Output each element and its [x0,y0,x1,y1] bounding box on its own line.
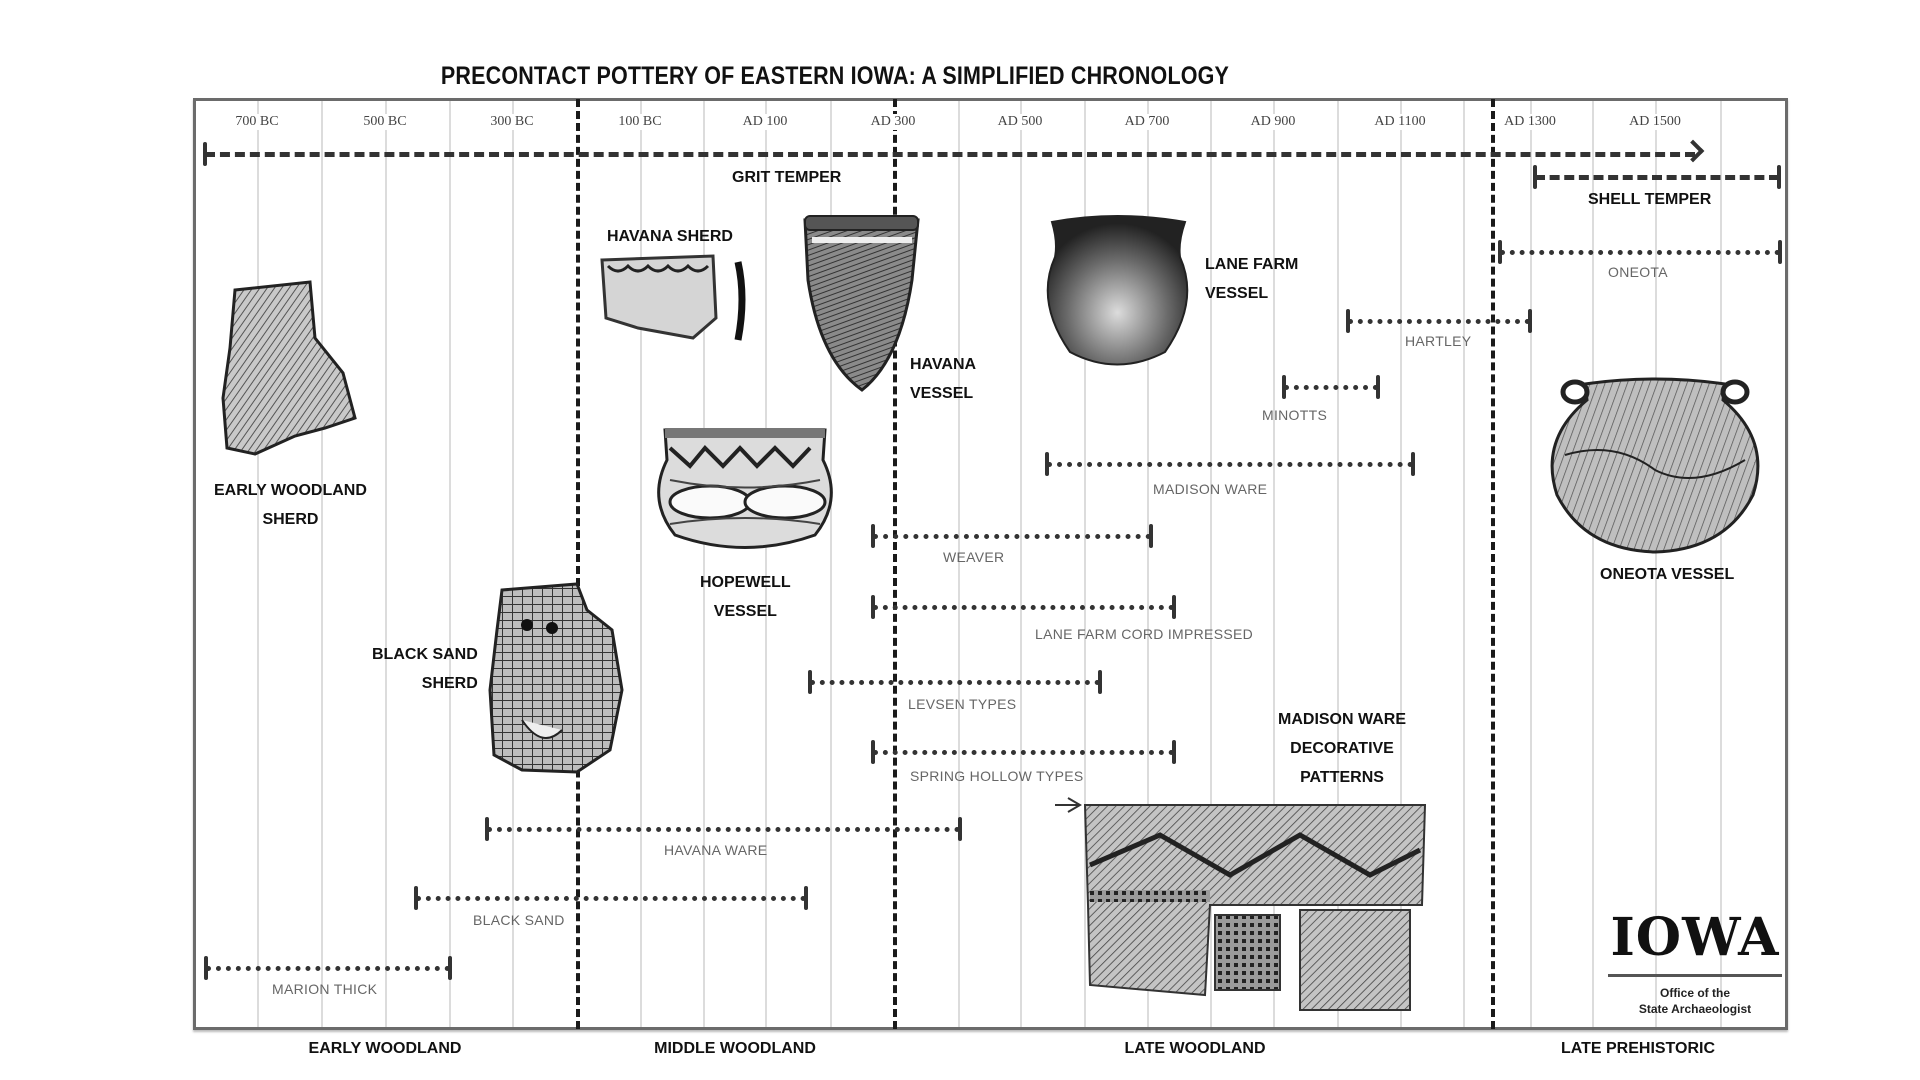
era-late-prehistoric: LATE PREHISTORIC [1560,1040,1716,1057]
havana-vessel-image [803,215,920,392]
label-oneota: ONEOTA [1608,264,1668,280]
gridline [1147,101,1149,1027]
tick-label: AD 1500 [1627,114,1683,130]
tick-label: 700 BC [233,114,281,130]
label-minotts: MINOTTS [1262,407,1328,423]
label-levsen-types: LEVSEN TYPES [908,696,1017,712]
divider-early-middle [576,99,580,1029]
gridline [512,101,514,1027]
logo-line2: State Archaeologist [1638,1002,1752,1016]
gridline [640,101,642,1027]
label-hartley: HARTLEY [1405,333,1472,349]
gridline [385,101,387,1027]
gridline [1337,101,1339,1027]
label-lane-farm-vessel: LANE FARM VESSEL [1205,256,1299,302]
logo-rule [1608,974,1782,977]
havana-sherd-image [600,254,746,341]
tick-label: AD 700 [1122,114,1172,130]
label-weaver: WEAVER [943,549,1005,565]
label-havana-vessel: HAVANA VESSEL [910,356,977,402]
gridline [1530,101,1532,1027]
lane-farm-vessel-image [1046,215,1189,366]
logo-wordmark: IOWA [1610,907,1780,968]
era-middle-woodland: MIDDLE WOODLAND [654,1040,816,1057]
black-sand-sherd-image [488,582,624,774]
divider-middle-late [893,99,897,1029]
label-black-sand-sherd: BLACK SAND SHERD [372,646,478,692]
logo-line1: Office of the [1659,986,1730,1000]
gridline [1400,101,1402,1027]
divider-late-prehistoric [1491,99,1495,1029]
label-grit-temper: GRIT TEMPER [732,169,842,186]
label-oneota-vessel: ONEOTA VESSEL [1600,566,1735,583]
tick-label: 100 BC [616,114,664,130]
gridline [830,101,832,1027]
label-spring-hollow-types: SPRING HOLLOW TYPES [910,768,1084,784]
gridline [1463,101,1465,1027]
tick-label: AD 1300 [1502,114,1558,130]
madison-decorative-patterns-image [1055,797,1427,1011]
chart-frame [193,98,1788,1030]
era-early-woodland: EARLY WOODLAND [308,1040,462,1057]
tick-label: AD 1100 [1372,114,1428,130]
label-black-sand: BLACK SAND [473,912,565,928]
early-woodland-sherd-image [221,280,357,456]
label-havana-ware: HAVANA WARE [664,842,768,858]
gridline [1084,101,1086,1027]
gridline [257,101,259,1027]
tick-label: AD 500 [995,114,1045,130]
tick-label: AD 900 [1248,114,1298,130]
gridline [703,101,705,1027]
gridline [321,101,323,1027]
tick-label: 300 BC [488,114,536,130]
gridline [958,101,960,1027]
gridline [1210,101,1212,1027]
gridline [765,101,767,1027]
tick-label: 500 BC [361,114,409,130]
gridline [1592,101,1594,1027]
gridline [1720,101,1722,1027]
label-hopewell-vessel: HOPEWELL VESSEL [700,574,791,620]
label-madison-ware: MADISON WARE [1153,481,1268,497]
hopewell-vessel-image [657,428,833,549]
oneota-vessel-image [1550,377,1760,554]
label-early-woodland-sherd: EARLY WOODLAND SHERD [214,482,367,528]
tick-label: AD 300 [868,114,918,130]
gridline [1655,101,1657,1027]
chart-title: PRECONTACT POTTERY OF EASTERN IOWA: A SI… [440,62,1230,90]
era-late-woodland: LATE WOODLAND [1124,1040,1266,1057]
iowa-osa-logo: IOWA Office of the State Archaeologist [1600,910,1790,1017]
label-marion-thick: MARION THICK [272,981,378,997]
tick-label: AD 100 [740,114,790,130]
gridline [1273,101,1275,1027]
gridline [1020,101,1022,1027]
label-shell-temper: SHELL TEMPER [1588,191,1712,208]
gridline [449,101,451,1027]
label-madison-decorative-patterns: MADISON WARE DECORATIVE PATTERNS [1278,711,1406,786]
label-lane-farm-cord-impressed: LANE FARM CORD IMPRESSED [1035,626,1254,642]
label-havana-sherd: HAVANA SHERD [607,228,733,245]
